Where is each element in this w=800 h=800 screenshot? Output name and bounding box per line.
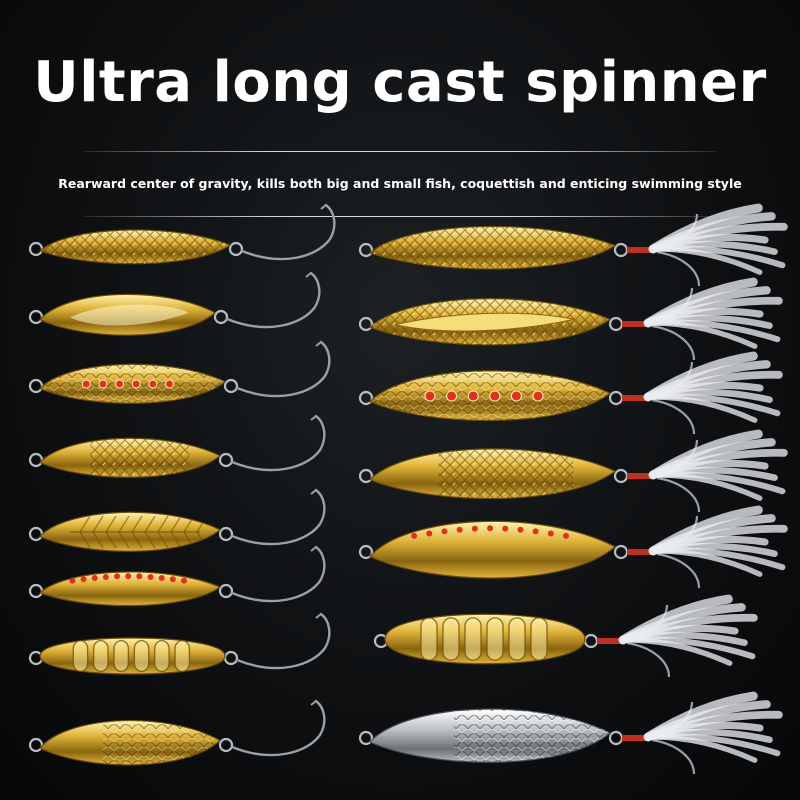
spoon-pattern	[70, 304, 189, 326]
split-ring	[358, 390, 374, 406]
split-ring	[608, 316, 624, 332]
split-ring	[608, 390, 624, 406]
split-ring	[28, 526, 44, 542]
treble-hook	[656, 552, 701, 589]
hook-barb	[310, 415, 317, 421]
single-hook	[225, 271, 321, 329]
hook-barb	[310, 489, 317, 495]
single-hook	[230, 488, 326, 546]
lure-gold-red-dot-edge-spoon	[28, 545, 326, 607]
hook-barb	[315, 613, 322, 619]
split-ring	[28, 309, 44, 325]
spoon-pattern	[70, 515, 208, 549]
treble-hook	[651, 738, 696, 775]
split-ring	[358, 730, 374, 746]
single-hook	[230, 545, 326, 603]
split-ring	[28, 241, 44, 257]
lure-gold-scale-red-dot-treble-spoon	[358, 351, 783, 435]
treble-hook	[651, 324, 696, 361]
split-ring	[358, 316, 374, 332]
split-ring	[218, 737, 234, 753]
split-ring	[613, 242, 629, 258]
spoon-body	[39, 637, 226, 675]
spoon-pattern	[411, 525, 569, 539]
split-ring	[218, 583, 234, 599]
split-ring	[28, 378, 44, 394]
lure-gold-feather-vein-spoon	[28, 488, 326, 552]
split-ring	[223, 378, 239, 394]
split-ring	[213, 309, 229, 325]
hook-barb	[320, 204, 327, 210]
feather-tail	[618, 594, 758, 666]
spoon-pattern	[370, 370, 610, 421]
split-ring	[613, 544, 629, 560]
treble-hook	[626, 641, 671, 678]
spoon-pattern	[454, 709, 610, 763]
tagline: Rearward center of gravity, kills both b…	[58, 176, 742, 191]
split-ring	[28, 452, 44, 468]
feather-tail	[648, 429, 788, 501]
lure-gold-red-dot-edge-treble-spoon	[358, 505, 788, 589]
single-hook	[235, 340, 331, 398]
spoon-body	[384, 613, 586, 665]
lure-gold-half-diamond-spoon	[28, 414, 326, 478]
bottom-divider	[84, 216, 716, 217]
hook-barb	[315, 341, 322, 347]
hook-barb	[305, 272, 312, 278]
split-ring	[228, 241, 244, 257]
hook-barb	[310, 700, 317, 706]
single-hook	[230, 699, 326, 757]
spoon-pattern	[69, 573, 187, 584]
split-ring	[613, 468, 629, 484]
single-hook	[235, 612, 331, 670]
spoon-pattern	[40, 229, 230, 264]
lure-gold-ribbed-oval-spoon	[28, 612, 331, 675]
split-ring	[608, 730, 624, 746]
split-ring	[223, 650, 239, 666]
split-ring	[358, 242, 374, 258]
top-divider	[84, 151, 716, 152]
split-ring	[358, 468, 374, 484]
spoon-pattern	[72, 639, 191, 673]
lure-gold-ribbed-oval-treble-spoon	[373, 594, 758, 678]
lure-gold-diamond-treble-spoon	[358, 203, 788, 287]
lure-gold-diamond-groove-treble-spoon	[358, 277, 783, 361]
spoon-pattern	[438, 448, 574, 499]
treble-hook	[651, 398, 696, 435]
lure-silver-scale-treble-spoon	[358, 691, 783, 775]
split-ring	[218, 526, 234, 542]
treble-hook	[656, 476, 701, 513]
feather-tail	[648, 505, 788, 577]
spoon-pattern	[370, 226, 615, 270]
spoon-pattern	[103, 720, 220, 765]
lure-gold-diamond-scale-spoon	[28, 203, 336, 265]
spoon-pattern	[40, 364, 225, 404]
headline: Ultra long cast spinner	[33, 50, 767, 115]
split-ring	[218, 452, 234, 468]
feather-tail	[643, 277, 783, 349]
hook-barb	[310, 546, 317, 552]
lure-gold-scale-tail-spoon	[28, 699, 326, 766]
lure-gold-smooth-cup-spoon	[28, 271, 321, 336]
single-hook	[240, 203, 336, 261]
feather-tail	[648, 203, 788, 275]
single-hook	[230, 414, 326, 472]
split-ring	[28, 583, 44, 599]
feather-tail	[643, 351, 783, 423]
split-ring	[358, 544, 374, 560]
split-ring	[583, 633, 599, 649]
lure-gold-half-diamond-treble-spoon	[358, 429, 788, 513]
spoon-pattern	[420, 617, 548, 661]
spoon-pattern	[370, 298, 610, 345]
feather-tail	[643, 691, 783, 763]
lure-gold-scale-red-dot-spoon	[28, 340, 331, 404]
treble-hook	[656, 250, 701, 287]
spoon-pattern	[90, 438, 190, 478]
split-ring	[28, 737, 44, 753]
